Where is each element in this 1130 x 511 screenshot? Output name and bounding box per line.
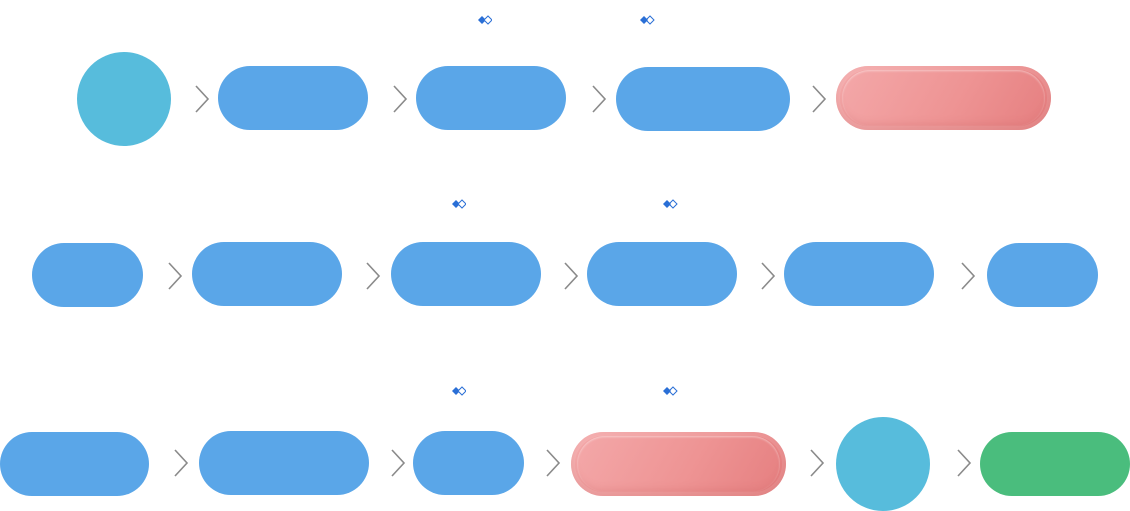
row-1-pill-node-5 [836, 66, 1051, 130]
row-3-pill-node-4 [571, 432, 786, 496]
row-1-pill-node-3 [416, 66, 566, 130]
chevron-right-icon [812, 85, 827, 113]
chevron-right-icon [957, 449, 972, 477]
chevron-right-icon [393, 85, 408, 113]
chevron-right-icon [391, 449, 406, 477]
row-1-circle-node-1 [77, 52, 171, 146]
chevron-right-icon [564, 262, 579, 290]
chevron-right-icon [195, 85, 210, 113]
chevron-right-icon [366, 262, 381, 290]
row-3-pill-node-1 [0, 432, 149, 496]
chevron-right-icon [174, 449, 189, 477]
row-3-pill-node-2 [199, 431, 369, 495]
connector-line-left [640, 15, 764, 25]
row-3-pill-node-3 [413, 431, 524, 495]
connector-line-right [342, 386, 466, 396]
row-2-pill-node-4 [587, 242, 737, 306]
chevron-right-icon [961, 262, 976, 290]
connector-line-left [663, 199, 787, 209]
chevron-right-icon [810, 449, 825, 477]
chevron-right-icon [546, 449, 561, 477]
row-2-pill-node-2 [192, 242, 342, 306]
row-2-pill-node-1 [32, 243, 143, 307]
row-2-pill-node-5 [784, 242, 934, 306]
chevron-right-icon [592, 85, 607, 113]
chevron-right-icon [168, 262, 183, 290]
row-1-pill-node-4 [616, 67, 790, 131]
connector-line-right [368, 15, 492, 25]
connector-line-left [663, 386, 787, 396]
row-1-pill-node-2 [218, 66, 368, 130]
row-2-pill-node-3 [391, 242, 541, 306]
connector-line-right [342, 199, 466, 209]
row-2-pill-node-6 [987, 243, 1098, 307]
chevron-right-icon [761, 262, 776, 290]
row-3-pill-node-6 [980, 432, 1130, 496]
row-3-circle-node-5 [836, 417, 930, 511]
